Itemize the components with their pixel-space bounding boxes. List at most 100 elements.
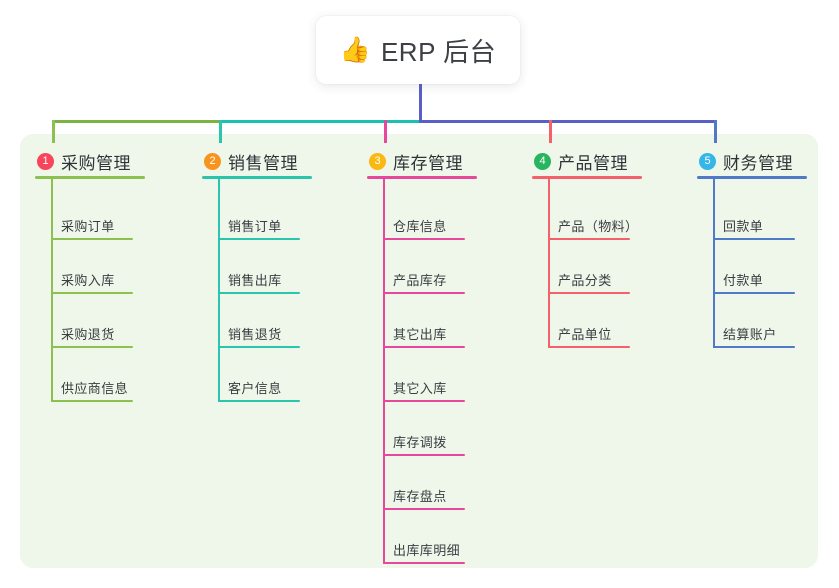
branch-column-4: 4 产品管理产品（物料） 产品分类产品单位 [532, 148, 642, 348]
branch-header-underline [367, 176, 477, 179]
connector-bar-segment-1 [52, 120, 219, 123]
branch-item[interactable]: 销售退货 [218, 294, 300, 348]
branch-item-label: 库存盘点 [393, 489, 447, 504]
branch-trunk [383, 179, 385, 564]
branch-header-underline [35, 176, 145, 179]
branch-header-underline [697, 176, 807, 179]
branch-item-underline [548, 346, 630, 348]
branch-item[interactable]: 库存调拨 [383, 402, 465, 456]
branch-item-underline [548, 292, 630, 294]
branch-item-underline [713, 346, 795, 348]
branch-item-underline [548, 238, 630, 240]
branch-item[interactable]: 库存盘点 [383, 456, 465, 510]
branch-index-badge: 5 [699, 152, 716, 170]
branch-item-label: 客户信息 [228, 381, 282, 396]
branch-item[interactable]: 产品库存 [383, 240, 465, 294]
branch-item-label: 出库库明细 [393, 543, 461, 558]
branch-item[interactable]: 产品（物料） [548, 186, 638, 240]
branch-index-badge: 4 [534, 152, 551, 170]
branch-item-underline [383, 562, 465, 564]
branch-item-label: 结算账户 [723, 327, 777, 342]
branch-item[interactable]: 销售订单 [218, 186, 300, 240]
branch-item-underline [51, 238, 133, 240]
branch-item[interactable]: 客户信息 [218, 348, 300, 402]
branch-item[interactable]: 产品分类 [548, 240, 630, 294]
branch-item[interactable]: 结算账户 [713, 294, 795, 348]
branch-trunk [51, 179, 53, 402]
branch-header-underline [202, 176, 312, 179]
branch-item-underline [218, 346, 300, 348]
branch-item-label: 库存调拨 [393, 435, 447, 450]
branch-column-5: 5 财务管理回款单付款单结算账户 [697, 148, 807, 348]
connector-stub-5 [714, 120, 717, 143]
connector-bar-segment-3 [419, 120, 717, 123]
branch-item-label: 仓库信息 [393, 219, 447, 234]
branch-item-underline [51, 346, 133, 348]
branches-panel [20, 134, 818, 568]
branch-item[interactable]: 回款单 [713, 186, 795, 240]
thumbs-up-icon: 👍 [339, 35, 371, 64]
branch-item-label: 采购订单 [61, 219, 115, 234]
branch-item-label: 供应商信息 [61, 381, 129, 396]
branch-item-label: 产品（物料） [558, 219, 639, 234]
branch-item[interactable]: 采购退货 [51, 294, 133, 348]
connector-stub-3 [384, 120, 387, 143]
branch-item-underline [383, 346, 465, 348]
branch-item-underline [218, 292, 300, 294]
branch-item-label: 采购入库 [61, 273, 115, 288]
branch-header-underline [532, 176, 642, 179]
branch-item-underline [713, 238, 795, 240]
branch-column-1: 1 采购管理采购订单采购入库采购退货供应商信息 [35, 148, 145, 402]
branch-item-underline [383, 454, 465, 456]
branch-item-underline [383, 508, 465, 510]
branch-item-underline [218, 238, 300, 240]
branch-trunk [548, 179, 550, 348]
branch-header-采购管理[interactable]: 1 采购管理 [35, 148, 131, 174]
connector-stub-2 [219, 120, 222, 143]
branch-item[interactable]: 出库库明细 [383, 510, 465, 564]
branch-item-label: 销售退货 [228, 327, 282, 342]
branch-item-label: 采购退货 [61, 327, 115, 342]
branch-column-3: 3 库存管理仓库信息产品库存其它出库其它入库库存调拨库存盘点出库库明细 [367, 148, 477, 564]
root-stem-connector [419, 84, 422, 123]
branch-item-label: 产品单位 [558, 327, 612, 342]
branch-title: 产品管理 [558, 153, 628, 173]
branch-item-underline [51, 292, 133, 294]
root-node[interactable]: 👍 ERP 后台 [316, 16, 520, 84]
branch-item[interactable]: 付款单 [713, 240, 795, 294]
branch-item-label: 付款单 [723, 273, 764, 288]
branch-trunk [218, 179, 220, 402]
branch-item-underline [383, 400, 465, 402]
branch-item-label: 其它出库 [393, 327, 447, 342]
branch-item[interactable]: 其它入库 [383, 348, 465, 402]
branch-title: 财务管理 [723, 153, 793, 173]
branch-item-label: 其它入库 [393, 381, 447, 396]
branch-item-label: 产品分类 [558, 273, 612, 288]
branch-title: 库存管理 [393, 153, 463, 173]
branch-trunk [713, 179, 715, 348]
branch-item-underline [218, 400, 300, 402]
branch-header-库存管理[interactable]: 3 库存管理 [367, 148, 463, 174]
branch-item[interactable]: 销售出库 [218, 240, 300, 294]
branch-index-badge: 1 [37, 152, 54, 170]
branch-item[interactable]: 采购入库 [51, 240, 133, 294]
branch-item-underline [713, 292, 795, 294]
branch-item-label: 销售出库 [228, 273, 282, 288]
branch-item[interactable]: 其它出库 [383, 294, 465, 348]
root-node-title: ERP 后台 [380, 36, 497, 67]
branch-header-财务管理[interactable]: 5 财务管理 [697, 148, 793, 174]
branch-item[interactable]: 产品单位 [548, 294, 630, 348]
branch-item[interactable]: 仓库信息 [383, 186, 465, 240]
root-node-content: 👍 ERP 后台 [340, 32, 496, 69]
branch-item[interactable]: 供应商信息 [51, 348, 133, 402]
branch-item[interactable]: 采购订单 [51, 186, 133, 240]
connector-bar-segment-2 [219, 120, 422, 123]
connector-stub-1 [52, 120, 55, 143]
branch-index-badge: 3 [369, 152, 386, 170]
branch-item-label: 产品库存 [393, 273, 447, 288]
branch-header-产品管理[interactable]: 4 产品管理 [532, 148, 628, 174]
branch-title: 采购管理 [61, 153, 131, 173]
